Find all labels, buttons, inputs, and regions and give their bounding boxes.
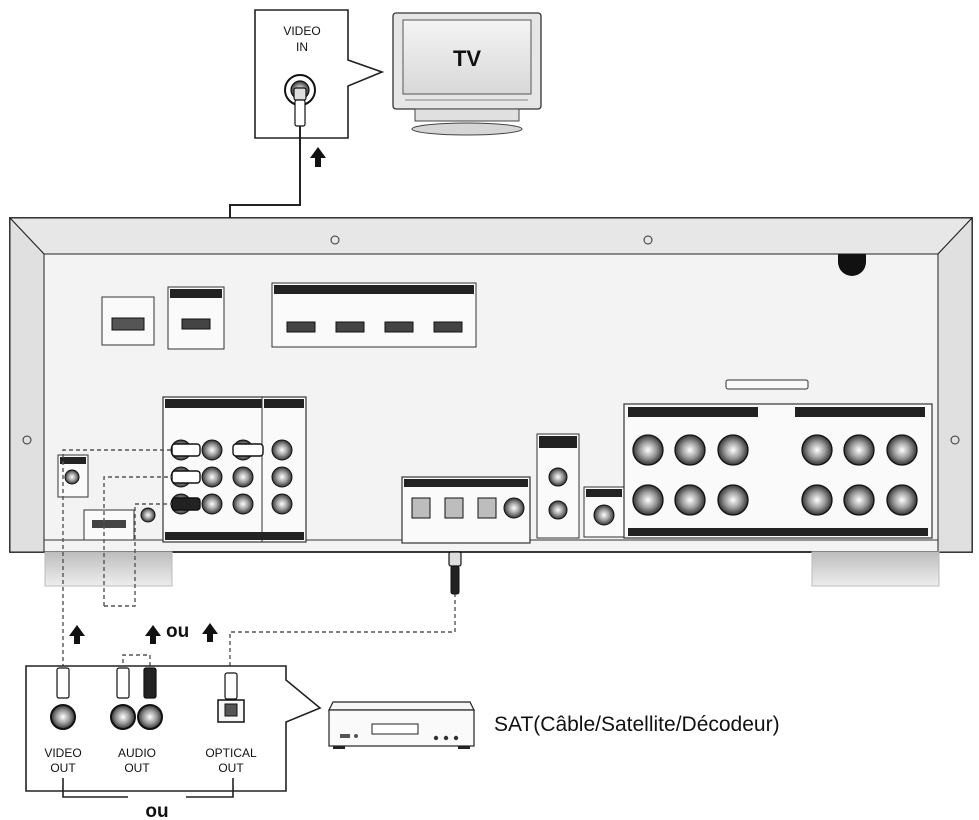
audio-out-right-jack-icon <box>137 704 163 730</box>
device-label: SAT(Câble/Satellite/Décodeur) <box>494 713 780 736</box>
video-out-jack-icon <box>50 704 76 730</box>
optical-out-label-line2: OUT <box>218 761 244 775</box>
connection-or-label-top: ou <box>166 621 189 642</box>
audio-out-label-line1: AUDIO <box>118 746 156 760</box>
video-out-label-line1: VIDEO <box>44 746 81 760</box>
arrow-up-icon <box>145 625 161 644</box>
optical-plug-icon <box>448 551 462 595</box>
connection-or-label-bottom: ou <box>145 801 168 820</box>
arrow-up-icon <box>310 147 326 167</box>
tv-icon: TV <box>392 12 542 136</box>
set-top-box-icon <box>328 701 475 749</box>
arrow-up-icon <box>202 623 218 642</box>
audio-out-label-line2: OUT <box>124 761 150 775</box>
video-in-plug-icon <box>293 87 307 127</box>
video-out-label-line2: OUT <box>50 761 76 775</box>
arrow-up-icon <box>69 625 85 644</box>
video-in-label-line2: IN <box>296 40 308 54</box>
video-in-label-line1: VIDEO <box>283 24 320 38</box>
tv-label: TV <box>453 46 481 71</box>
speaker-terminals <box>632 434 918 516</box>
source-cables <box>62 449 456 673</box>
receiver-rear-panel <box>8 216 974 587</box>
tv-input-callout: VIDEO IN <box>254 9 385 139</box>
source-output-callout: VIDEO OUT AUDIO OUT OPTICAL OUT <box>25 665 322 792</box>
optical-out-label-line1: OPTICAL <box>205 746 257 760</box>
audio-out-left-jack-icon <box>110 704 136 730</box>
